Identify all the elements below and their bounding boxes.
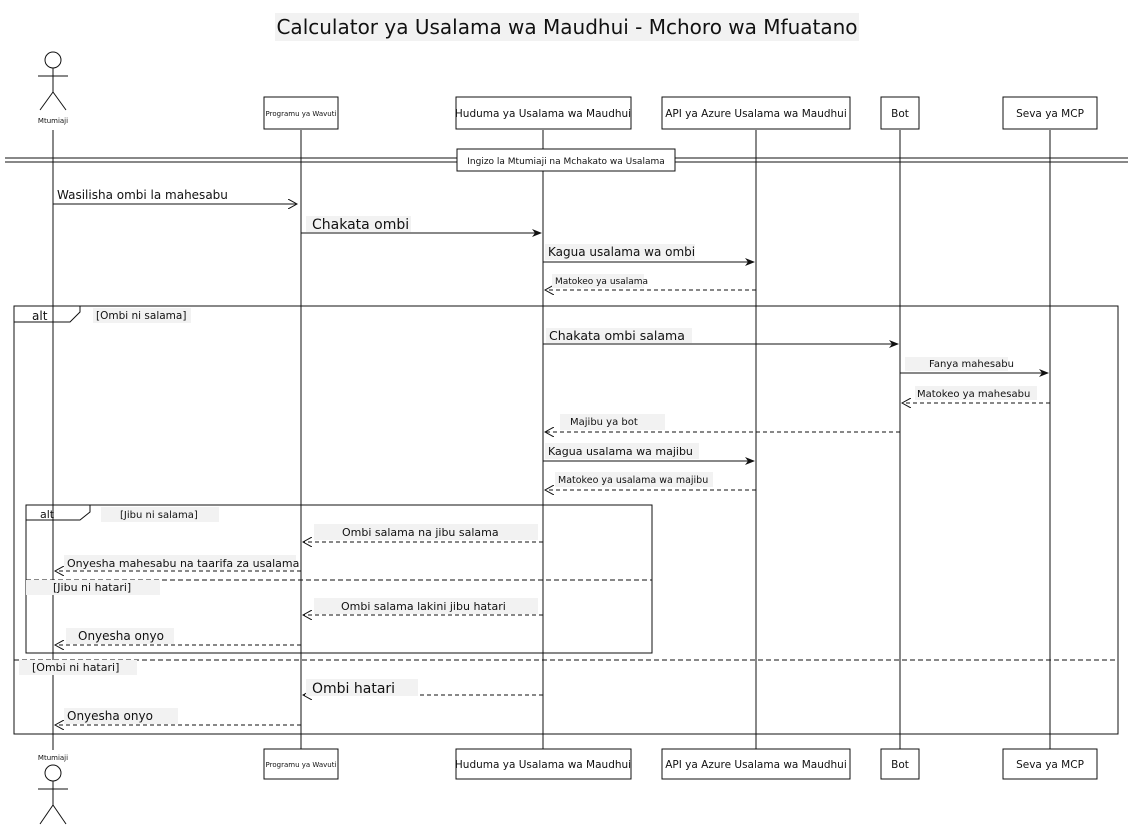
participant-bot-label: Bot [891, 108, 909, 120]
msg-label-bg [545, 443, 699, 459]
participant-web-app-top: Programu ya Wavuti [263, 96, 339, 130]
participant-mcp-server-bottom: Seva ya MCP [1002, 748, 1098, 780]
msg-label-bg [915, 386, 1037, 400]
fragment-inner-guard-unsafe: [Jibu ni hatari] [53, 581, 131, 594]
msg-safe-request-safe-response: Ombi salama na jibu salama [342, 526, 499, 539]
participant-safety-service-bottom-label: Huduma ya Usalama wa Maudhui [455, 759, 631, 771]
fragment-outer-guard-safe: [Ombi ni salama] [96, 310, 186, 322]
msg-response-safety-result: Matokeo ya usalama wa majibu [558, 475, 708, 486]
msg-label-bg [314, 524, 538, 540]
fragment-outer-tab [14, 306, 81, 323]
participant-azure-api-bottom: API ya Azure Usalama wa Maudhui [661, 748, 851, 780]
title-background [275, 13, 859, 41]
fragment-inner-alt [25, 504, 653, 654]
guard-bg [26, 580, 160, 595]
participant-mcp-server-bottom-label: Seva ya MCP [1016, 759, 1084, 771]
participant-bot-bottom: Bot [880, 748, 920, 780]
msg-label-bg [552, 274, 644, 288]
msg-label-bg [64, 708, 178, 724]
fragment-outer-keyword: alt [32, 309, 48, 323]
msg-safe-request-unsafe-response: Ombi salama lakini jibu hatari [341, 600, 506, 613]
participant-mcp-server-top: Seva ya MCP [1002, 96, 1098, 130]
guard-bg [93, 308, 191, 323]
participant-web-app-bottom: Programu ya Wavuti [263, 748, 339, 780]
actor-user-label: Mtumiaji [38, 117, 68, 125]
actor-user-bottom-label: Mtumiaji [38, 754, 68, 762]
participant-safety-service-label: Huduma ya Usalama wa Maudhui [455, 108, 631, 120]
msg-check-request-safety: Kagua usalama wa ombi [548, 245, 695, 259]
participant-safety-service-bottom: Huduma ya Usalama wa Maudhui [455, 748, 632, 780]
participant-azure-api-label: API ya Azure Usalama wa Maudhui [665, 108, 847, 120]
msg-safety-result: Matokeo ya usalama [555, 277, 648, 287]
msg-check-response-safety: Kagua usalama wa majibu [548, 445, 693, 458]
participant-bot-top: Bot [880, 96, 920, 130]
participant-mcp-server-label: Seva ya MCP [1016, 108, 1084, 120]
msg-perform-calculation: Fanya mahesabu [929, 359, 1014, 370]
section-divider: Ingizo la Mtumiaji na Mchakato wa Usalam… [5, 148, 1128, 172]
msg-label-bg [66, 628, 174, 644]
msg-label-bg [306, 679, 418, 696]
fragment-inner-guard-safe: [Jibu ni salama] [120, 510, 198, 521]
participant-azure-api-bottom-label: API ya Azure Usalama wa Maudhui [665, 759, 847, 771]
diagram-title: Calculator ya Usalama wa Maudhui - Mchor… [276, 15, 857, 39]
fragment-inner-tab [26, 505, 91, 521]
fragment-outer-alt [13, 305, 1119, 735]
section-divider-label: Ingizo la Mtumiaji na Mchakato wa Usalam… [467, 157, 665, 167]
actor-user-top: Mtumiaji [38, 51, 68, 125]
msg-label-bg [555, 472, 713, 487]
msg-label-bg [306, 216, 411, 232]
actor-user-bottom: Mtumiaji [38, 754, 68, 825]
guard-bg [101, 507, 219, 522]
msg-bot-response: Majibu ya bot [570, 417, 638, 428]
participant-web-app-bottom-label: Programu ya Wavuti [266, 761, 337, 769]
msg-label-bg [314, 598, 538, 614]
msg-process-request: Chakata ombi [312, 217, 409, 233]
participant-bot-bottom-label: Bot [891, 759, 909, 771]
msg-label-bg [560, 414, 665, 430]
msg-label-bg [545, 244, 695, 260]
msg-process-safe-request: Chakata ombi salama [549, 328, 685, 343]
msg-submit-request: Wasilisha ombi la mahesabu [57, 188, 228, 202]
msg-unsafe-request: Ombi hatari [312, 681, 395, 697]
fragment-outer-guard-unsafe: [Ombi ni hatari] [32, 661, 119, 674]
fragment-inner-keyword: alt [40, 508, 55, 521]
msg-calculation-result: Matokeo ya mahesabu [917, 389, 1030, 400]
msg-show-warning-inner: Onyesha onyo [78, 629, 164, 643]
msg-show-calculation-with-safety: Onyesha mahesabu na taarifa za usalama [67, 557, 299, 570]
participant-azure-api-top: API ya Azure Usalama wa Maudhui [661, 96, 851, 130]
msg-label-bg [64, 555, 296, 570]
guard-bg [19, 660, 137, 675]
participant-web-app-label: Programu ya Wavuti [266, 110, 337, 118]
msg-show-warning-outer: Onyesha onyo [67, 709, 153, 723]
msg-label-bg [905, 357, 1008, 371]
msg-label-bg [546, 328, 692, 343]
participant-safety-service-top: Huduma ya Usalama wa Maudhui [455, 96, 632, 130]
